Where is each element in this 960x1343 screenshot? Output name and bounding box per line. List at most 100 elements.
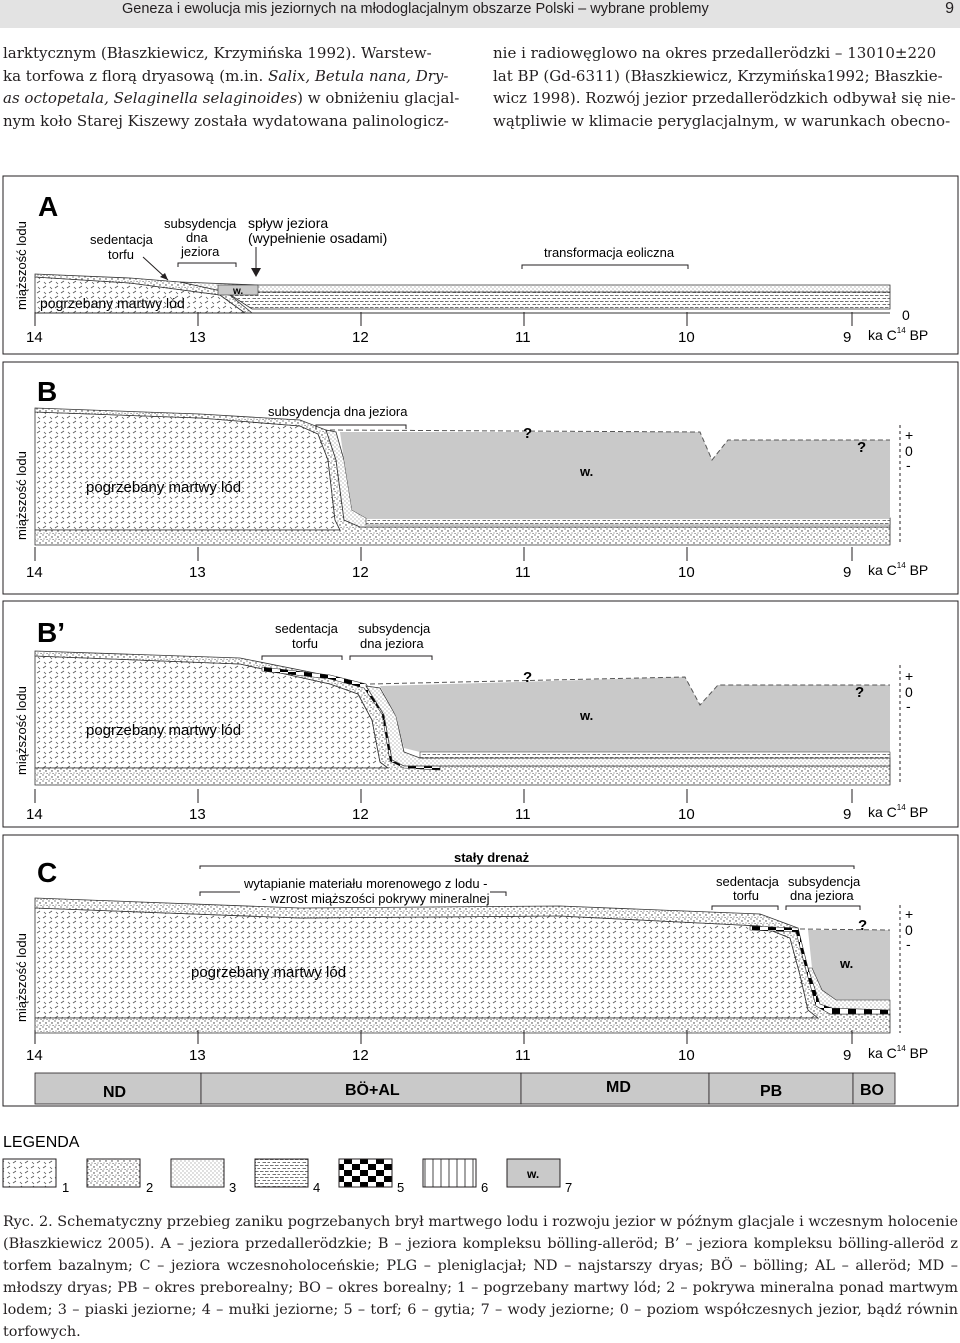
- legend-number: 3: [229, 1180, 236, 1195]
- label-drenaz: stały drenaż: [454, 850, 530, 865]
- text-line: lat BP (Gd-6311) (Błaszkiewicz, Krzymińs…: [493, 66, 943, 85]
- time-tick-label: 11: [515, 806, 531, 823]
- text-line: wicz 1998). Rozwój jezior przedallerödzk…: [493, 89, 956, 107]
- time-tick-label: 13: [189, 329, 206, 346]
- time-tick-label: 11: [515, 1047, 531, 1064]
- level-plus: +: [905, 906, 913, 922]
- time-tick-label: 9: [843, 329, 851, 346]
- time-tick-label: 9: [843, 564, 851, 581]
- label-sedentacja: sedentacja: [90, 232, 154, 247]
- panel-a: A miąższość lodu pogrzebany martwy lód w…: [2, 175, 959, 355]
- legend-water-symbol: w.: [526, 1167, 539, 1181]
- time-axis-unit: ka C14 BP: [868, 1044, 928, 1061]
- caption-text: Schematyczny przebieg zaniku pogrzebanyc…: [3, 1214, 958, 1340]
- label-subsydencja: dna jeziora: [360, 636, 424, 651]
- period-label: MD: [606, 1079, 631, 1096]
- annotation-arrowhead: [160, 273, 168, 280]
- figure-caption: Ryc. 2. Schematyczny przebieg zaniku pog…: [3, 1211, 958, 1343]
- time-tick-label: 10: [678, 1047, 695, 1064]
- text-run: ka torfowa z florą dryasową (m.in.: [3, 66, 269, 85]
- ice-layer: [34, 411, 341, 531]
- ice-label: pogrzebany martwy lód: [86, 722, 241, 739]
- time-tick-label: 9: [843, 806, 851, 823]
- level-zero: 0: [905, 922, 913, 938]
- legend-number: 1: [62, 1180, 69, 1195]
- range-bracket: [199, 891, 507, 896]
- level-minus: -: [906, 698, 911, 714]
- label-subsydencja: dna: [186, 230, 208, 245]
- panel-frame: [2, 175, 959, 355]
- ylabel: miąższość lodu: [14, 451, 29, 540]
- legend-swatch-water: [506, 1158, 561, 1188]
- panel-letter: A: [38, 191, 58, 222]
- time-tick-label: 10: [678, 806, 695, 823]
- question-mark: ?: [523, 669, 532, 686]
- text-line: as octopetala, Selaginella selaginoides)…: [3, 87, 471, 110]
- ice-label: pogrzebany martwy lód: [40, 295, 185, 311]
- legend-swatch-mineral: [86, 1158, 141, 1188]
- time-tick-label: 13: [189, 564, 206, 581]
- figure-lake-evolution: A miąższość lodu pogrzebany martwy lód w…: [2, 175, 959, 1195]
- water-surface-line: [329, 429, 890, 461]
- time-tick-label: 13: [189, 806, 206, 823]
- panel-b-prime: B’ miąższość lodu pogrzebany martwy lód …: [2, 600, 959, 828]
- time-tick-label: 12: [352, 1047, 369, 1064]
- ice-label: pogrzebany martwy lód: [191, 964, 346, 981]
- time-tick-label: 13: [189, 1047, 206, 1064]
- page-number: 9: [945, 0, 954, 17]
- lake-water: [808, 930, 890, 1000]
- panel-b: B miąższość lodu pogrzebany martwy lód w…: [2, 361, 959, 595]
- legend-number: 5: [397, 1180, 404, 1195]
- text-line: larktycznym (Błaszkiewicz, Krzymińska 19…: [3, 44, 432, 62]
- label-subsydencja: subsydencja dna jeziora: [268, 404, 408, 419]
- period-MD: [520, 1072, 710, 1105]
- legend-number: 7: [565, 1180, 572, 1195]
- label-subsydencja: dna jeziora: [790, 888, 854, 903]
- zero-label: 0: [902, 307, 910, 323]
- period-BO: [852, 1072, 896, 1105]
- range-bracket: [315, 424, 407, 429]
- lake-water: [217, 284, 259, 296]
- legend: LEGENDA 1 2 3 4 5 6 w. 7: [2, 1134, 572, 1195]
- ylabel: miąższość lodu: [14, 933, 29, 1022]
- caption-label: Ryc. 2.: [3, 1214, 53, 1230]
- ice-layer: [34, 907, 820, 1019]
- label-subsydencja: subsydencja: [788, 874, 861, 889]
- text-run-italic: Salix, Betula nana, Dry-: [268, 66, 449, 85]
- level-zero: 0: [905, 684, 913, 700]
- text-column-right: nie i radiowęglowo na okres przedalleröd…: [493, 42, 958, 132]
- lake-mud: [365, 517, 891, 526]
- time-tick-label: 12: [352, 806, 369, 823]
- range-bracket: [521, 264, 689, 269]
- ylabel: miąższość lodu: [14, 221, 29, 310]
- panel-letter: B: [37, 376, 57, 407]
- running-header: Geneza i ewolucja mis jeziornych na młod…: [0, 0, 960, 28]
- text-line: nym koło Starej Kiszewy została wydatowa…: [3, 111, 449, 130]
- legend-number: 6: [481, 1180, 488, 1195]
- time-tick-label: 14: [26, 564, 43, 581]
- period-bar: ND BÖ+AL MD PB BO: [34, 1072, 896, 1105]
- period-ND: [34, 1072, 202, 1105]
- label-wytapianie: wytapianie materiału morenowego z lodu -: [243, 876, 488, 891]
- water-surface-line: [369, 676, 890, 706]
- label-splyw: (wypełnienie osadami): [248, 230, 387, 246]
- water-label: w.: [232, 286, 243, 297]
- range-bracket: [199, 865, 855, 869]
- panel-letter: C: [37, 857, 57, 888]
- lake-water: [340, 432, 890, 518]
- time-axis-unit: ka C14 BP: [868, 803, 928, 820]
- legend-swatch-mud: [254, 1158, 309, 1188]
- legend-swatch-ice: [2, 1158, 57, 1188]
- lake-mud: [419, 751, 891, 759]
- range-bracket: [711, 905, 779, 910]
- time-tick-label: 14: [26, 329, 43, 346]
- period-label: ND: [103, 1084, 126, 1101]
- label-subsydencja: jeziora: [180, 244, 220, 259]
- ylabel: miąższość lodu: [14, 686, 29, 775]
- label-sedentacja: sedentacja: [275, 621, 339, 636]
- legend-title: LEGENDA: [3, 1134, 80, 1151]
- time-tick-label: 11: [515, 329, 531, 346]
